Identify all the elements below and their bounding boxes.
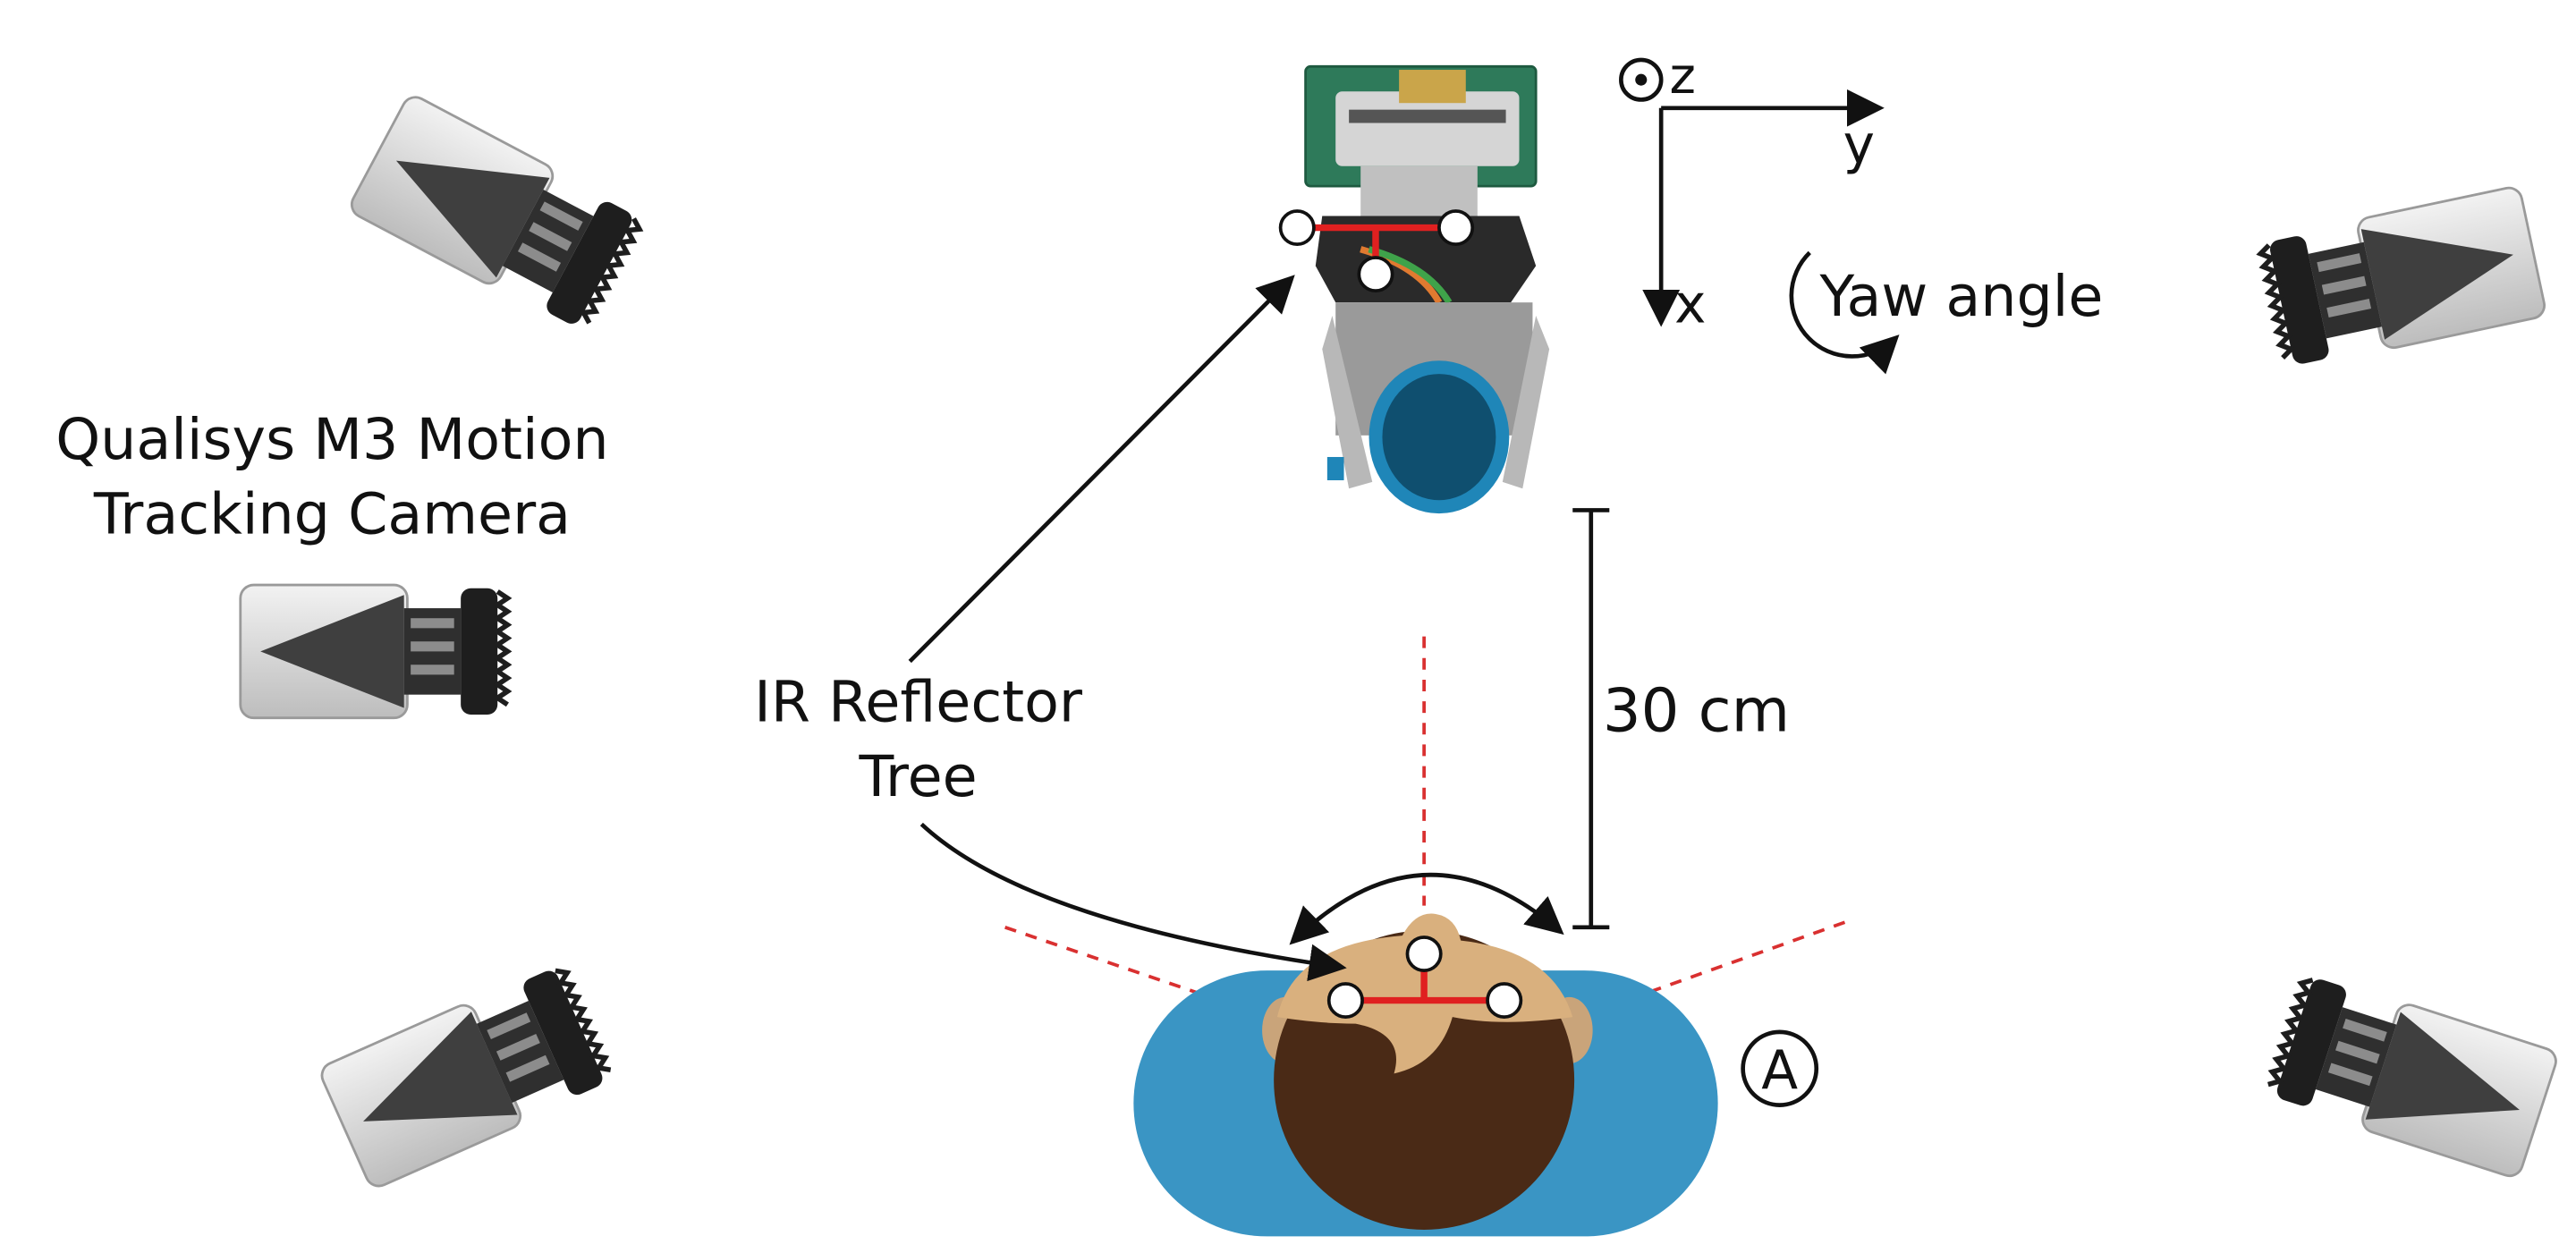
robotic-gripper-icon [1304,64,1550,514]
robot-reflector-tree [1278,209,1475,293]
axis-z-label: z [1669,47,1695,106]
camera-label-line1: Qualisys M3 Motion [55,406,608,472]
z-axis-out-of-page-icon [1619,57,1664,102]
coordinate-axes [1619,57,1885,327]
camera-label-line2: Tracking Camera [93,481,571,547]
camera-icon-bottom-right [2264,970,2559,1179]
axis-x-label: x [1674,275,1706,336]
camera-icon-bottom-left [318,961,616,1190]
camera-icon-top-right [2258,185,2546,370]
pointer-arrow-to-robot-tree [908,275,1295,664]
head-yaw-double-arrow-icon [1289,872,1564,945]
yaw-angle-label: Yaw angle [1818,263,2103,329]
distance-label: 30 cm [1603,676,1790,746]
reflector-label-line1: IR Reflector [754,669,1083,735]
field-of-view-lines [1004,636,1846,1019]
camera-icon-top-left [347,93,646,335]
panel-letter-circle [1741,1029,1819,1107]
pointer-arrow-to-head-tree [919,822,1347,982]
reflector-label-line2: Tree [858,743,977,809]
panel-letter: A [1761,1040,1798,1102]
distance-scale-bar [1572,508,1610,930]
yaw-rotation-arrow-icon [1789,250,1900,375]
axis-y-label: y [1843,114,1875,176]
camera-icon-mid-left [241,585,508,718]
